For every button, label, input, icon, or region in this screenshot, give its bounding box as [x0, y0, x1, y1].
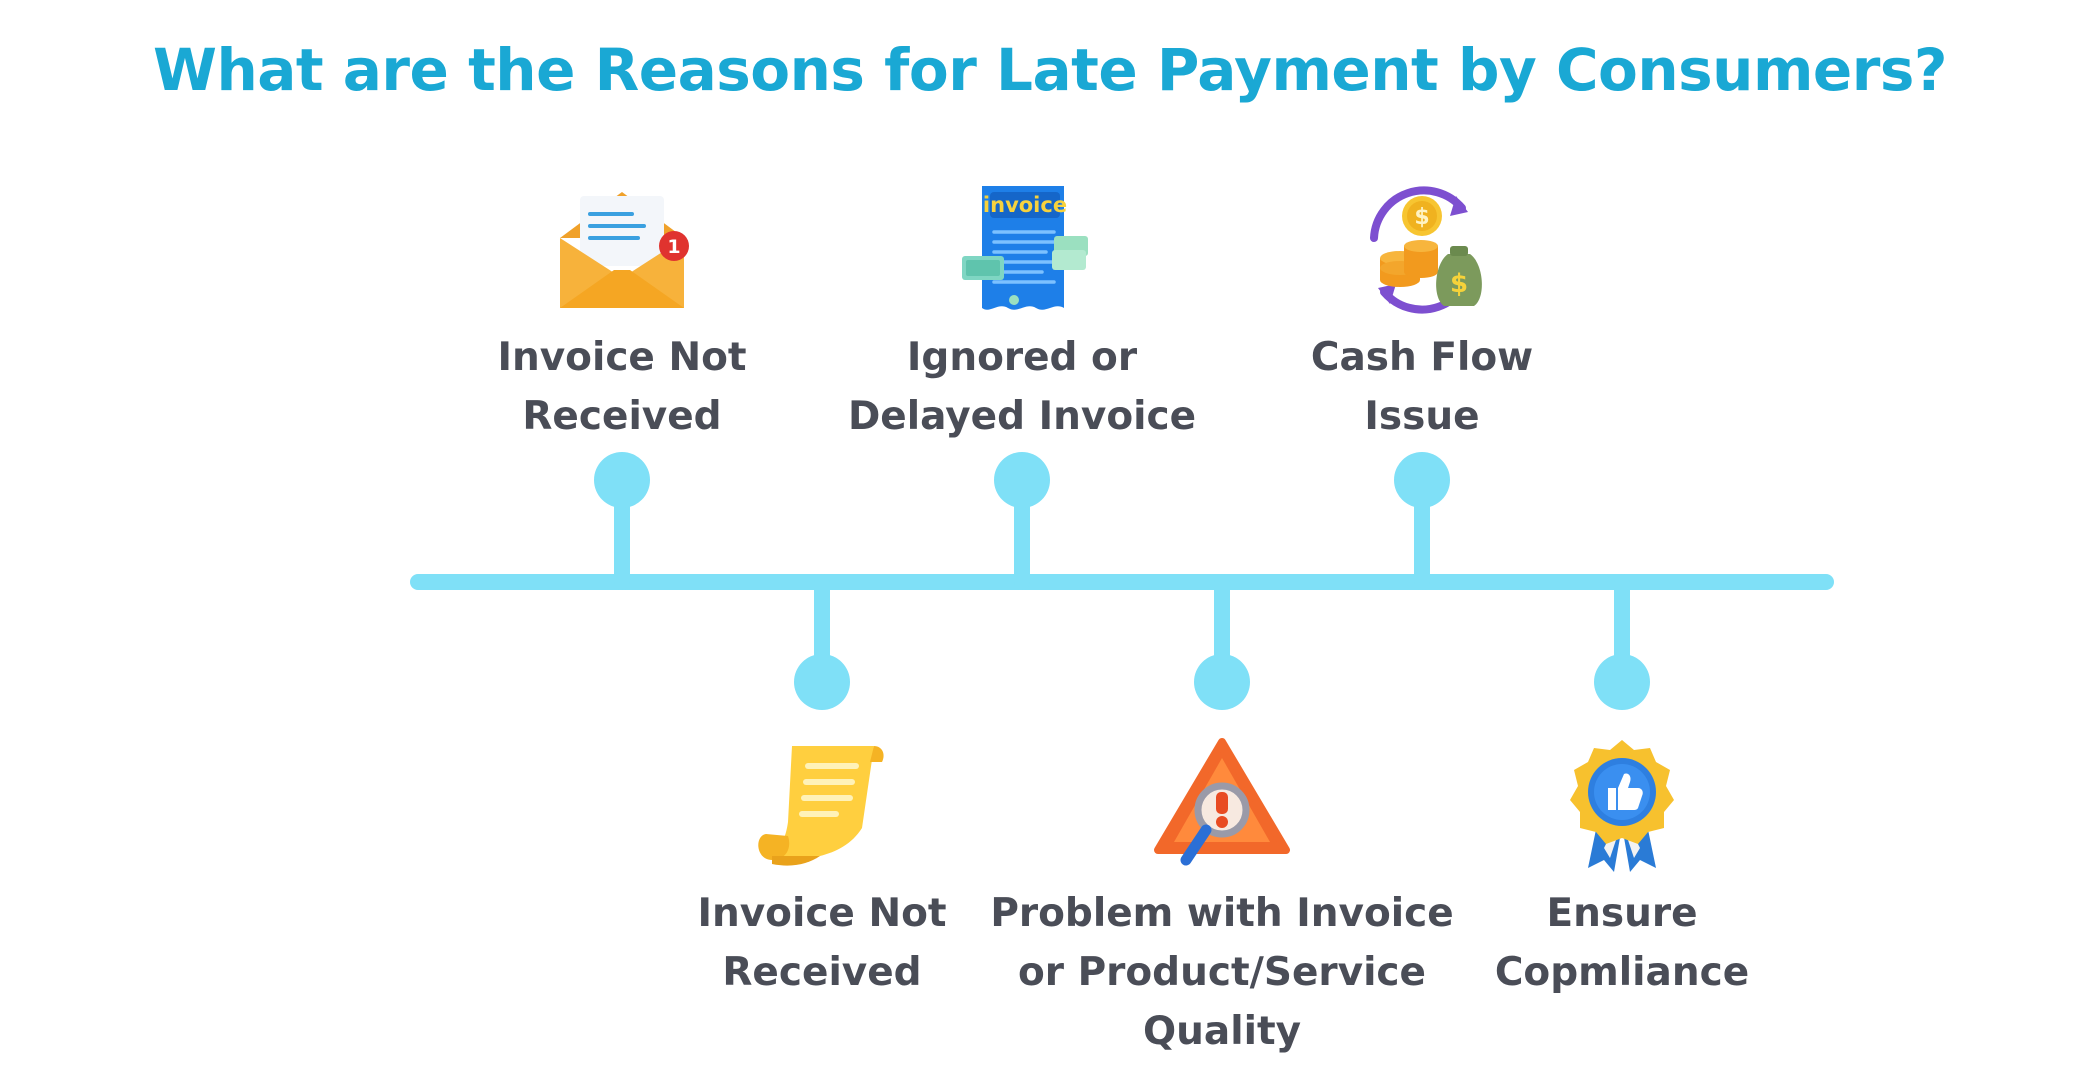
timeline-node [594, 452, 650, 508]
reason-label: Ensure Copmliance [1494, 891, 1750, 995]
envelope-icon: 1 [560, 192, 689, 308]
timeline-node [1394, 452, 1450, 508]
warning-magnifier-icon [1154, 738, 1290, 866]
timeline-node [994, 452, 1050, 508]
timeline-node [1594, 654, 1650, 710]
reason-label: Cash Flow Issue [1310, 335, 1534, 439]
svg-text:$: $ [1450, 269, 1468, 299]
svg-text:invoice: invoice [983, 193, 1067, 217]
thumbs-up-badge-icon [1570, 740, 1674, 872]
reason-label: Problem with Invoice or Product/Service … [990, 891, 1454, 1054]
invoice-document-icon: invoice [962, 186, 1088, 310]
scroll-receipt-icon [758, 746, 884, 866]
svg-text:1: 1 [667, 236, 680, 258]
money-cycle-icon: $ $ [1370, 186, 1482, 314]
timeline-node [794, 654, 850, 710]
timeline-node [1194, 654, 1250, 710]
svg-text:$: $ [1414, 205, 1429, 230]
reason-label: Invoice Not Received [697, 891, 947, 995]
reason-label: Invoice Not Received [497, 335, 747, 439]
page-title: What are the Reasons for Late Payment by… [152, 36, 1948, 104]
reason-label: Ignored or Delayed Invoice [847, 335, 1197, 439]
